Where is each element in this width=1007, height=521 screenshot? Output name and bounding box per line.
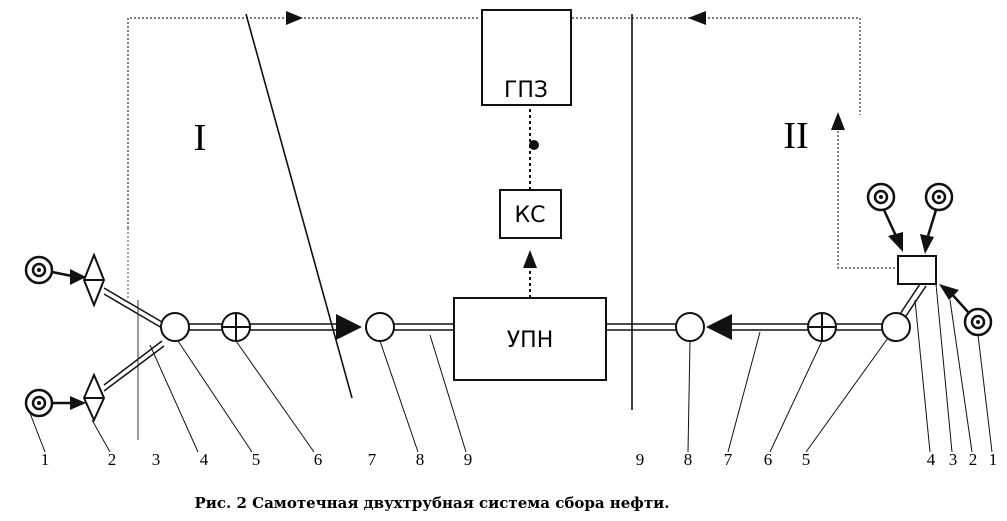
label-left-6: 6	[314, 450, 323, 469]
well-right-1-arrow	[888, 232, 903, 252]
well-right-3-arrow	[939, 284, 959, 300]
label-right-3: 3	[949, 450, 958, 469]
label-left-5: 5	[252, 450, 261, 469]
gas-line-left	[127, 17, 480, 228]
well-right-2-arrow	[920, 234, 934, 254]
gpz-box	[481, 9, 572, 106]
flow-arrow-left	[336, 314, 362, 340]
label-left-1: 1	[41, 450, 50, 469]
well-left-top	[24, 255, 54, 285]
flow-arrow-right	[706, 314, 732, 340]
label-right-5: 5	[802, 450, 811, 469]
pipe-double-right	[899, 283, 927, 317]
collector-left	[160, 312, 190, 342]
upn-box	[453, 297, 607, 381]
label-left-9: 9	[464, 450, 473, 469]
figure-caption: Рис. 2 Самотечная двухтрубная система сб…	[195, 494, 670, 512]
well-right-2	[924, 182, 954, 212]
zone-label-left: I	[194, 117, 207, 159]
gas-line-right	[572, 17, 898, 269]
main-pipe-left	[189, 323, 340, 331]
gas-arrow-up	[831, 112, 845, 130]
label-right-1: 1	[989, 450, 998, 469]
pipe-from-upn-right	[606, 323, 676, 331]
metering-unit-right	[897, 255, 937, 285]
well-right-1-line	[882, 209, 898, 237]
label-right-9: 9	[636, 450, 645, 469]
leader-lines	[27, 283, 993, 453]
well-left-top-core	[37, 268, 41, 272]
ks-label: КС	[515, 203, 546, 228]
pipe-double-left-top	[103, 287, 163, 329]
gas-arrow-left	[286, 11, 303, 25]
well-left-top-arrow	[70, 269, 86, 285]
label-right-2: 2	[969, 450, 978, 469]
pipe-to-upn-left	[394, 323, 454, 331]
pump-right	[807, 312, 837, 342]
label-left-7: 7	[368, 450, 377, 469]
well-right-1	[866, 182, 896, 212]
ks-box	[499, 189, 562, 239]
pipe-double-left-bottom	[103, 340, 165, 392]
meter-left-bottom	[82, 372, 106, 423]
well-right-2-core	[937, 195, 941, 199]
collector-right	[881, 312, 911, 342]
label-right-6: 6	[764, 450, 773, 469]
well-left-top-line	[51, 270, 73, 278]
well-left-bottom-arrow	[70, 396, 86, 410]
label-right-7: 7	[724, 450, 733, 469]
gas-arrow-right	[688, 11, 706, 25]
well-right-3-core	[976, 320, 980, 324]
meter-left-top	[82, 252, 106, 308]
label-left-4: 4	[200, 450, 209, 469]
label-right-8: 8	[684, 450, 693, 469]
well-right-2-line	[926, 209, 938, 237]
well-right-1-core	[879, 195, 883, 199]
label-left-8: 8	[416, 450, 425, 469]
zone-divider-diagonal	[245, 13, 353, 399]
label-right-4: 4	[927, 450, 936, 469]
separator-left	[365, 312, 395, 342]
ks-gpz-junction-dot	[529, 140, 539, 150]
label-left-3: 3	[152, 450, 161, 469]
upn-label: УПН	[507, 328, 554, 353]
label-left-2: 2	[108, 450, 117, 469]
separator-right	[675, 312, 705, 342]
main-pipe-right	[730, 323, 882, 331]
upn-ks-arrow	[523, 250, 537, 268]
gpz-label: ГПЗ	[504, 78, 548, 103]
pump-left	[221, 312, 251, 342]
well-left-bottom-core	[37, 401, 41, 405]
zone-label-right: II	[783, 115, 808, 157]
